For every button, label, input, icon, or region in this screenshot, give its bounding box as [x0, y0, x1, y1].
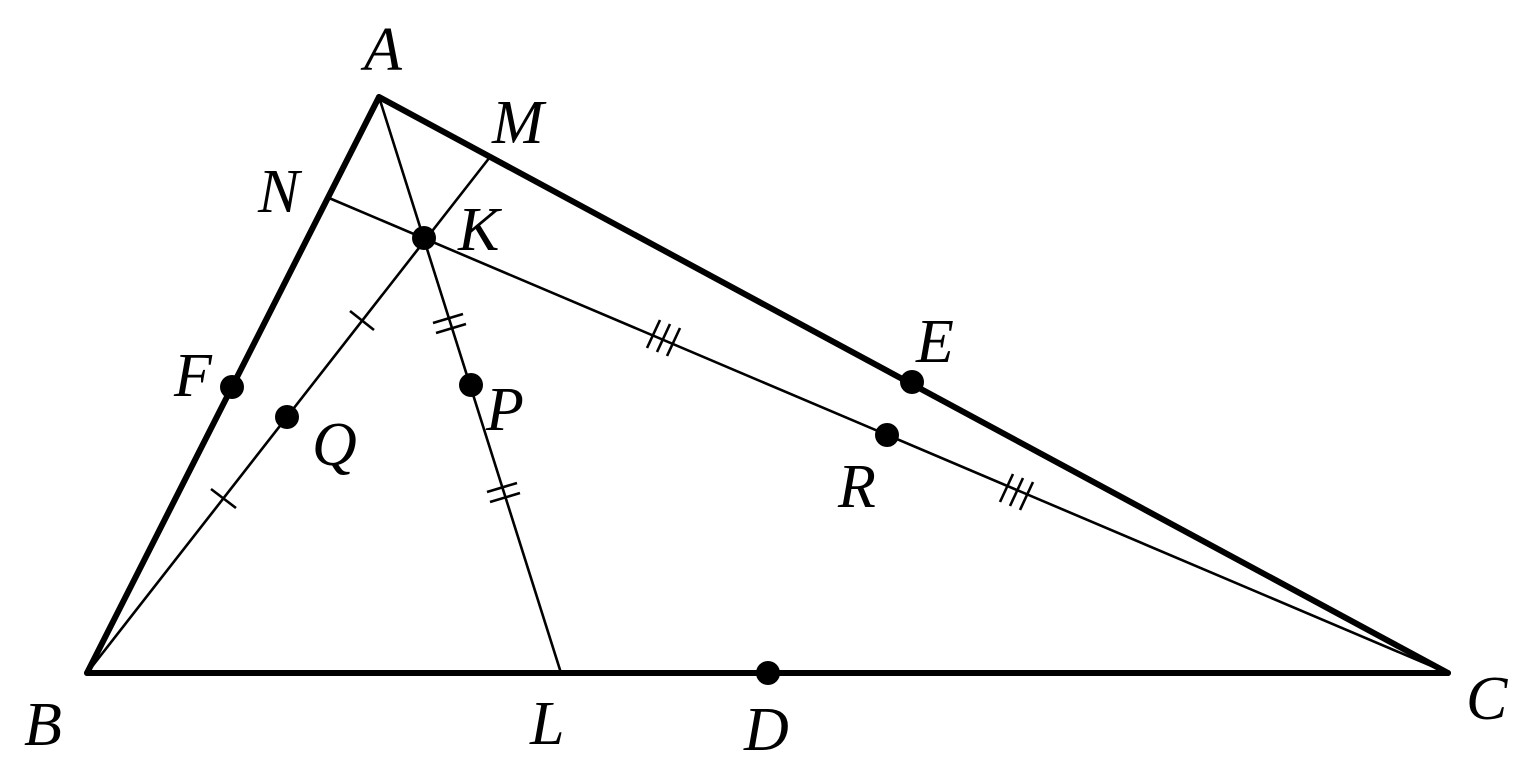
tick-mark	[489, 491, 521, 504]
tick-mark	[486, 481, 518, 494]
point-q	[275, 405, 299, 429]
point-e	[900, 370, 924, 394]
label-e: E	[915, 308, 954, 376]
tick-mark	[998, 473, 1015, 503]
tick-mark	[655, 323, 672, 353]
tick-mark	[645, 319, 662, 349]
label-p: P	[485, 376, 524, 444]
tick-mark	[210, 487, 237, 510]
tick-mark	[1008, 477, 1025, 507]
label-m: M	[491, 89, 547, 157]
tick-mark	[665, 327, 682, 357]
label-q: Q	[312, 411, 357, 479]
tick-mark	[435, 322, 467, 335]
double-tick-marks-kp-pl	[432, 312, 521, 504]
label-b: B	[24, 691, 62, 759]
label-a: A	[360, 16, 403, 84]
label-d: D	[743, 696, 789, 764]
point-r	[875, 423, 899, 447]
label-r: R	[837, 453, 876, 521]
point-f	[220, 375, 244, 399]
label-k: K	[457, 196, 503, 264]
point-k	[412, 226, 436, 250]
triple-tick-marks-kr-rc	[645, 319, 1035, 511]
tick-mark	[1018, 481, 1035, 511]
label-c: C	[1466, 665, 1508, 733]
label-l: L	[529, 690, 564, 758]
point-p	[459, 373, 483, 397]
tick-mark	[432, 312, 464, 325]
single-tick-marks-bq-qk	[210, 309, 375, 510]
label-f: F	[173, 342, 213, 410]
point-d	[756, 661, 780, 685]
label-n: N	[257, 158, 303, 226]
tick-mark	[349, 309, 375, 332]
